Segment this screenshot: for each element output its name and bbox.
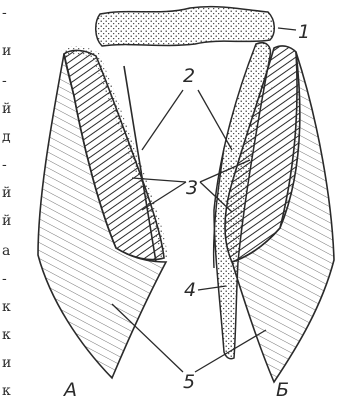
label-side-B: Б xyxy=(276,379,289,401)
label-5: 5 xyxy=(183,371,195,393)
label-side-A: А xyxy=(62,379,77,401)
label-2: 2 xyxy=(183,65,195,87)
label-1: 1 xyxy=(298,21,310,43)
label-3: 3 xyxy=(186,177,198,199)
structure-1-bar xyxy=(96,7,275,46)
label-4: 4 xyxy=(184,279,196,301)
